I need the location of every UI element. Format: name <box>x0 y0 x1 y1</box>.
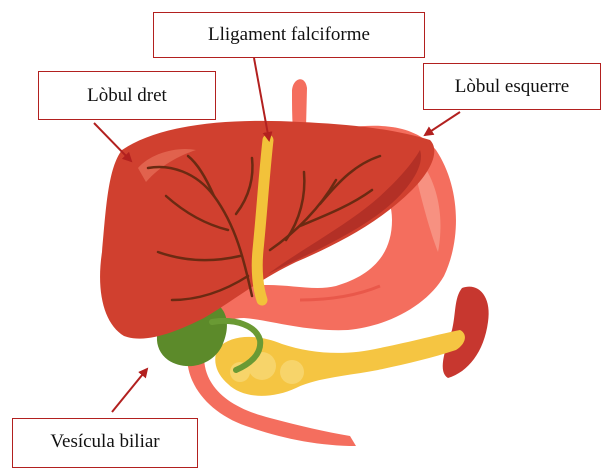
label-left-lobe: Lòbul esquerre <box>423 63 601 110</box>
pancreas-lobule <box>280 360 304 384</box>
label-gallbladder: Vesícula biliar <box>12 418 198 468</box>
label-right-lobe: Lòbul dret <box>38 71 216 120</box>
pointer-arrow-right-lobe <box>94 123 131 161</box>
pointer-arrow-gallbladder <box>112 369 147 412</box>
pointer-arrow-left-lobe <box>425 112 460 135</box>
label-falciform-ligament: Lligament falciforme <box>153 12 425 58</box>
